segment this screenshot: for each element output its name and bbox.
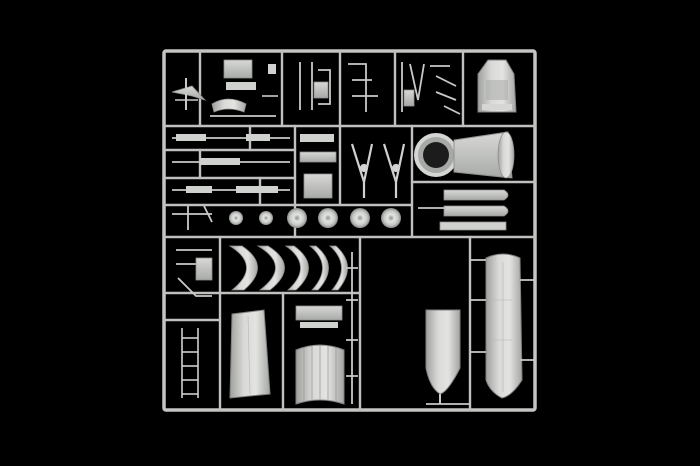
drop-tank-halves: [418, 189, 509, 231]
wheel: [259, 211, 273, 225]
bulkhead: [228, 245, 258, 291]
control-column-parts: [299, 62, 461, 115]
misc-left-parts: [176, 249, 213, 297]
bulkhead: [256, 245, 285, 291]
fuselage-half: [485, 253, 523, 399]
wheel: [318, 208, 338, 228]
cockpit-small-parts: [171, 59, 278, 117]
wing-panel: [229, 309, 271, 399]
hatch-part: [295, 305, 343, 328]
sprue-frame: [162, 49, 537, 412]
bulkheads: [228, 245, 348, 291]
bulkhead: [328, 245, 348, 291]
wheel: [229, 211, 243, 225]
wheel: [350, 208, 370, 228]
exhaust-nozzle: [425, 309, 470, 405]
small-pins: [346, 252, 358, 404]
ribbed-fuselage-section: [295, 344, 345, 405]
wheel: [381, 208, 401, 228]
thin-rod-parts: [172, 134, 290, 193]
ejection-seat: [477, 59, 517, 113]
wheel: [287, 208, 307, 228]
bulkhead: [308, 245, 329, 291]
engine-intake: [414, 131, 515, 179]
gate-stubs: [470, 259, 535, 361]
landing-gear-struts: [350, 143, 406, 198]
ladder: [181, 328, 199, 398]
wheels: [172, 205, 401, 230]
bulkhead: [284, 245, 309, 291]
instrument-panel-parts: [299, 134, 337, 199]
